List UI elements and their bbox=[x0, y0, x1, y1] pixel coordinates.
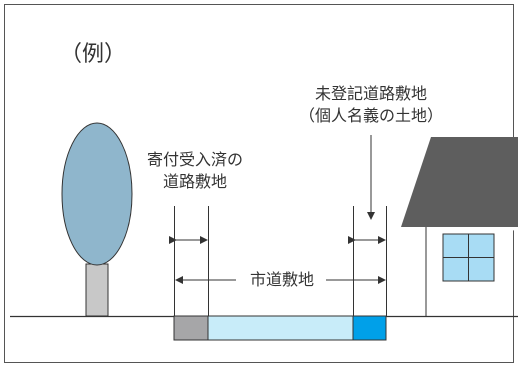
house-window bbox=[442, 233, 495, 282]
tree bbox=[61, 122, 133, 317]
strip-unregistered-road bbox=[352, 315, 387, 341]
unregistered-road-label-line2: （個人名義の土地） bbox=[298, 106, 443, 125]
extension-lines bbox=[174, 206, 387, 316]
tree-trunk bbox=[85, 263, 109, 317]
unregistered-road-label-line1: 未登記道路敷地 bbox=[314, 84, 427, 103]
strip-city-road bbox=[207, 315, 354, 341]
donated-road-label-line1: 寄付受入済の bbox=[146, 150, 243, 169]
tree-crown bbox=[61, 122, 133, 266]
road-strip bbox=[173, 315, 387, 341]
example-label: （例） bbox=[60, 42, 127, 67]
house bbox=[401, 137, 518, 316]
city-road-label: 市道敷地 bbox=[249, 270, 314, 289]
house-roof bbox=[401, 137, 518, 227]
donated-road-label-line2: 道路敷地 bbox=[162, 172, 227, 191]
strip-donated-road bbox=[173, 315, 209, 341]
